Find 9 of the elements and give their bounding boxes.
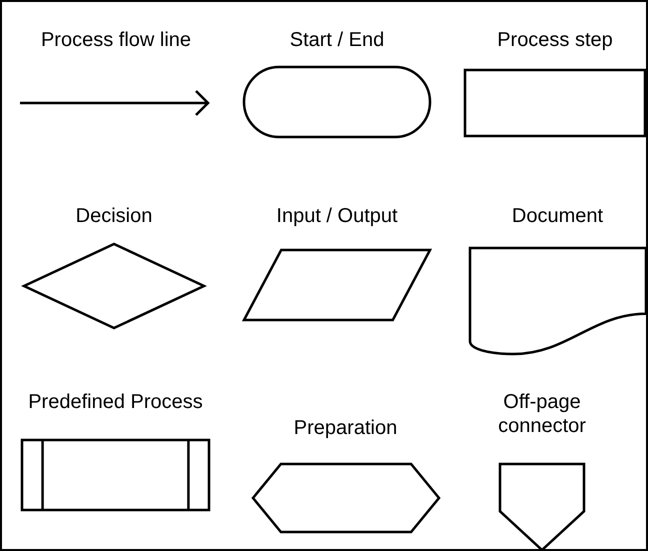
symbol-label: Off-page connector xyxy=(497,390,587,438)
symbol-label: Process flow line xyxy=(40,28,192,52)
symbol-label: Document xyxy=(512,204,604,228)
symbol-label: Start / End xyxy=(290,28,384,52)
symbol-label: Preparation xyxy=(294,416,398,440)
symbol-label: Process step xyxy=(497,28,613,52)
symbol-label: Input / Output xyxy=(276,204,398,228)
symbol-label: Predefined Process xyxy=(28,390,203,414)
symbol-label: Decision xyxy=(76,204,152,228)
